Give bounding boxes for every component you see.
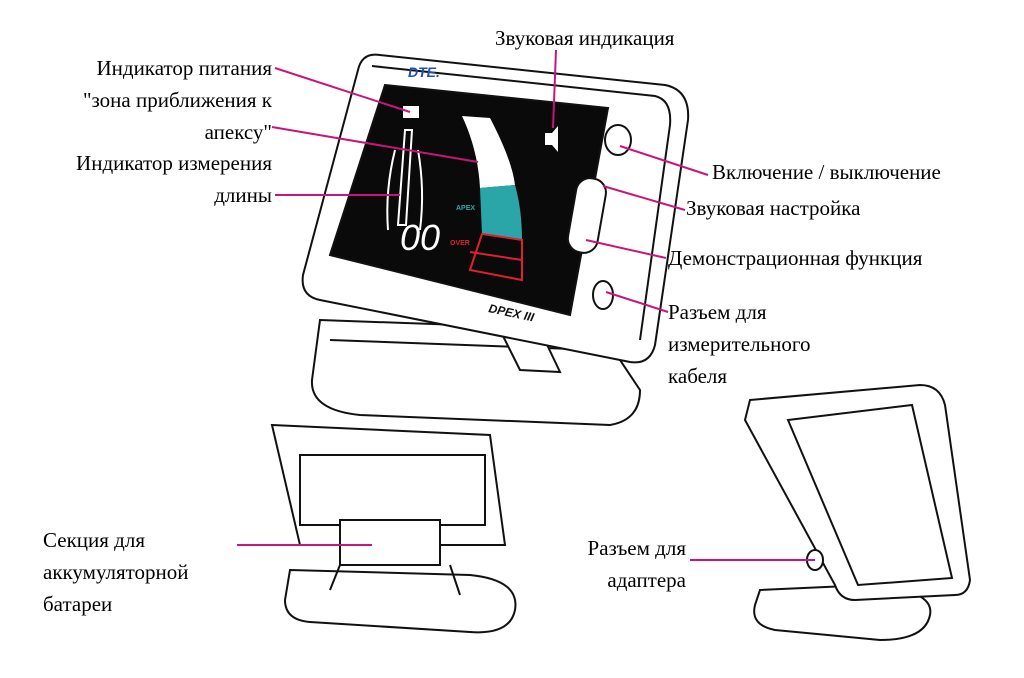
brand-logo: DTE. (408, 64, 440, 80)
leader-lines (237, 49, 815, 561)
battery-section (299, 454, 486, 526)
label-power-toggle: Включение / выключение (712, 160, 941, 184)
speaker-icon (545, 126, 558, 152)
label-cable-port-2: измерительного (668, 332, 811, 356)
label-adapter-1: Разъем для (587, 536, 686, 560)
cable-port (592, 280, 614, 310)
tooth-icon (386, 129, 424, 231)
battery-icon (403, 106, 419, 118)
label-cable-port-3: кабеля (668, 364, 728, 388)
power-button (604, 124, 632, 156)
label-sound-setting: Звуковая настройка (686, 196, 861, 220)
label-sound-indication: Звуковая индикация (495, 26, 675, 50)
label-length-indicator-2: длины (214, 183, 272, 207)
label-cable-port-1: Разъем для (668, 300, 767, 324)
label-apex-zone-1: "зона приближения к (82, 88, 272, 112)
label-length-indicator-1: Индикатор измерения (76, 151, 272, 175)
svg-text:OVER: OVER (450, 240, 470, 247)
label-battery-2: аккумуляторной (43, 560, 189, 584)
svg-text:APEX: APEX (456, 205, 475, 212)
label-battery-1: Секция для (43, 528, 145, 552)
label-apex-zone-2: апексу" (204, 120, 272, 144)
label-adapter-2: адаптера (607, 568, 686, 592)
length-reading: 00 (400, 217, 440, 258)
label-power-indicator: Индикатор питания (96, 56, 272, 80)
label-demo-function: Демонстрационная функция (668, 246, 923, 270)
sound-demo-button (566, 177, 607, 254)
side-screen (786, 403, 954, 587)
screen (328, 83, 610, 317)
label-battery-3: батареи (43, 592, 113, 616)
